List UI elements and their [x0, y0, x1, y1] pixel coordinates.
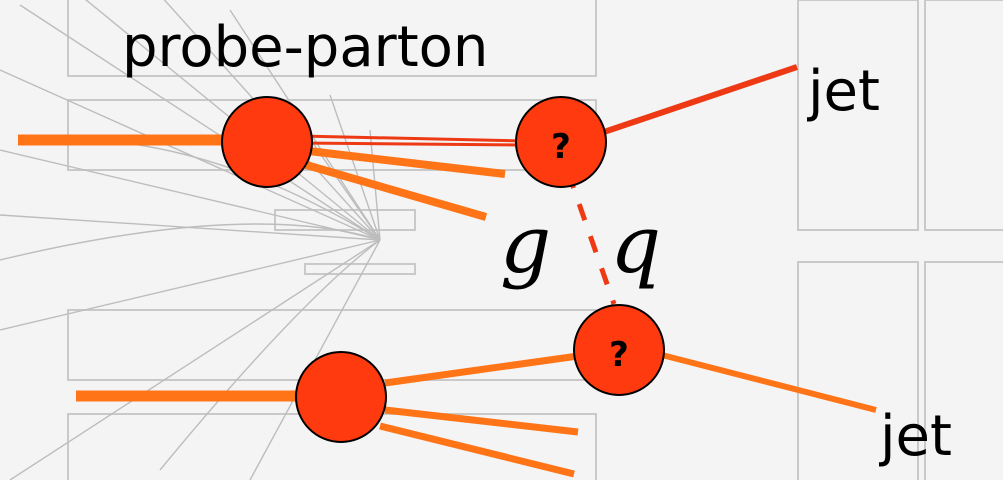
detector-panel [797, 0, 919, 231]
unknown-vertex-mark: ? [551, 127, 571, 167]
detector-panel [924, 0, 1003, 231]
lower-scattering-vertex [573, 304, 665, 396]
upper-parton-lines [18, 64, 798, 221]
fragment-line [299, 146, 506, 178]
probe-parton-label: probe-parton [122, 15, 488, 80]
fragment-line [384, 406, 579, 436]
jet-line-top [597, 64, 798, 137]
upper-parton-vertex [221, 96, 313, 188]
probe-parton-line-upper [299, 134, 526, 143]
detector-panel [797, 261, 919, 480]
unknown-vertex-mark: ? [609, 335, 629, 375]
jet-label-top: jet [806, 59, 880, 124]
fragment-line [379, 422, 575, 478]
probe-parton-line-lower [299, 141, 526, 147]
lower-parton-lines [76, 352, 877, 478]
detector-panel [274, 209, 416, 231]
jet-label-bottom: jet [878, 404, 952, 469]
jet-line-bottom [661, 352, 877, 413]
detector-panel [67, 0, 597, 77]
lower-parton-vertex [295, 351, 387, 443]
detector-panel [304, 263, 416, 275]
upper-scattering-vertex [515, 96, 607, 188]
fragment-line [384, 352, 579, 387]
detector-panel [924, 261, 1003, 480]
fragment-line [294, 158, 488, 221]
gluon-label: g [500, 198, 551, 291]
quark-label: q [610, 198, 661, 291]
exchange-gluon-line [565, 171, 617, 305]
